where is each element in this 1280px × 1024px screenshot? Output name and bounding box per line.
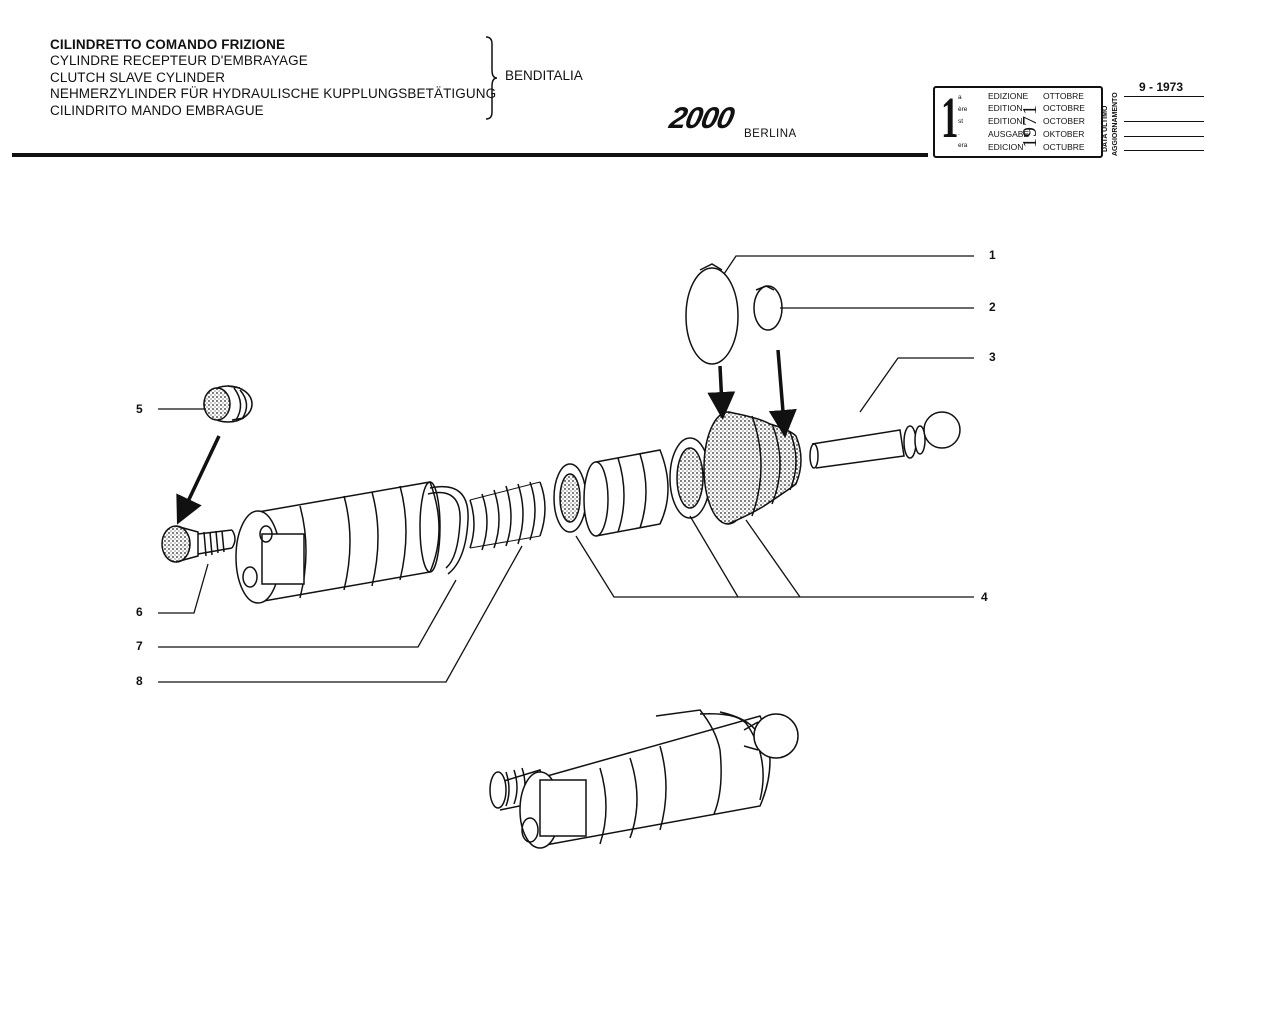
header-rule (12, 153, 928, 157)
bleed-valve-part (161, 525, 236, 563)
edition-word: AUSGABE (988, 129, 1030, 139)
edition-suffix: era (958, 142, 968, 149)
callout-2: 2 (989, 300, 996, 314)
cylinder-body-part (235, 481, 441, 604)
edition-number: 1 (941, 85, 959, 150)
date-line (1124, 96, 1204, 97)
edition-suffix: . (958, 130, 960, 137)
small-ring-part (753, 285, 783, 331)
brace-icon (485, 36, 498, 120)
dust-boot-part (703, 411, 802, 525)
edition-suffix: ère (958, 106, 968, 113)
edition-word: EDICION (988, 142, 1024, 152)
edition-word: EDITION (988, 116, 1023, 126)
title-french: CYLINDRE RECEPTEUR D'EMBRAYAGE (50, 53, 308, 69)
spring-part (469, 481, 546, 551)
edition-month: OKTOBER (1043, 129, 1085, 139)
callout-3: 3 (989, 350, 996, 364)
manufacturer-name: BENDITALIA (505, 68, 583, 83)
callout-5: 5 (136, 402, 143, 416)
assembled-cylinder (489, 709, 799, 849)
seal-ring-part (669, 437, 711, 519)
edition-box (933, 86, 1103, 158)
snap-ring-part (427, 486, 469, 575)
title-italian: CILINDRETTO COMANDO FRIZIONE (50, 37, 286, 52)
edition-suffix: a (958, 94, 962, 101)
callout-8: 8 (136, 674, 143, 688)
callout-4: 4 (981, 590, 988, 604)
model-subtitle: BERLINA (744, 128, 797, 140)
callout-1: 1 (989, 248, 996, 262)
title-spanish: CILINDRITO MANDO EMBRAGUE (50, 102, 264, 118)
last-update-value: 9 - 1973 (1139, 80, 1184, 94)
edition-month: OCTOBRE (1043, 103, 1085, 113)
title-german: NEHMERZYLINDER FÜR HYDRAULISCHE KUPPLUNG… (50, 86, 497, 102)
edition-suffix: st (958, 118, 964, 125)
date-line (1124, 150, 1204, 151)
piston-part (583, 449, 669, 537)
large-ring-part (685, 267, 739, 365)
edition-word: EDIZIONE (988, 91, 1029, 101)
edition-month: OCTOBER (1043, 116, 1085, 126)
callout-7: 7 (136, 639, 143, 653)
date-line (1124, 136, 1204, 137)
cup-seal-part (553, 463, 587, 533)
edition-month: OTTOBRE (1043, 91, 1084, 101)
callout-6: 6 (136, 605, 143, 619)
date-line (1124, 121, 1204, 122)
push-rod-part (809, 411, 961, 469)
edition-month: OCTUBRE (1043, 142, 1085, 152)
edition-word: EDITION (988, 103, 1023, 113)
title-english: CLUTCH SLAVE CYLINDER (50, 69, 226, 85)
document-titles: CILINDRETTO COMANDO FRIZIONE CYLINDRE RE… (50, 37, 496, 119)
bleed-cap-part (203, 385, 253, 423)
